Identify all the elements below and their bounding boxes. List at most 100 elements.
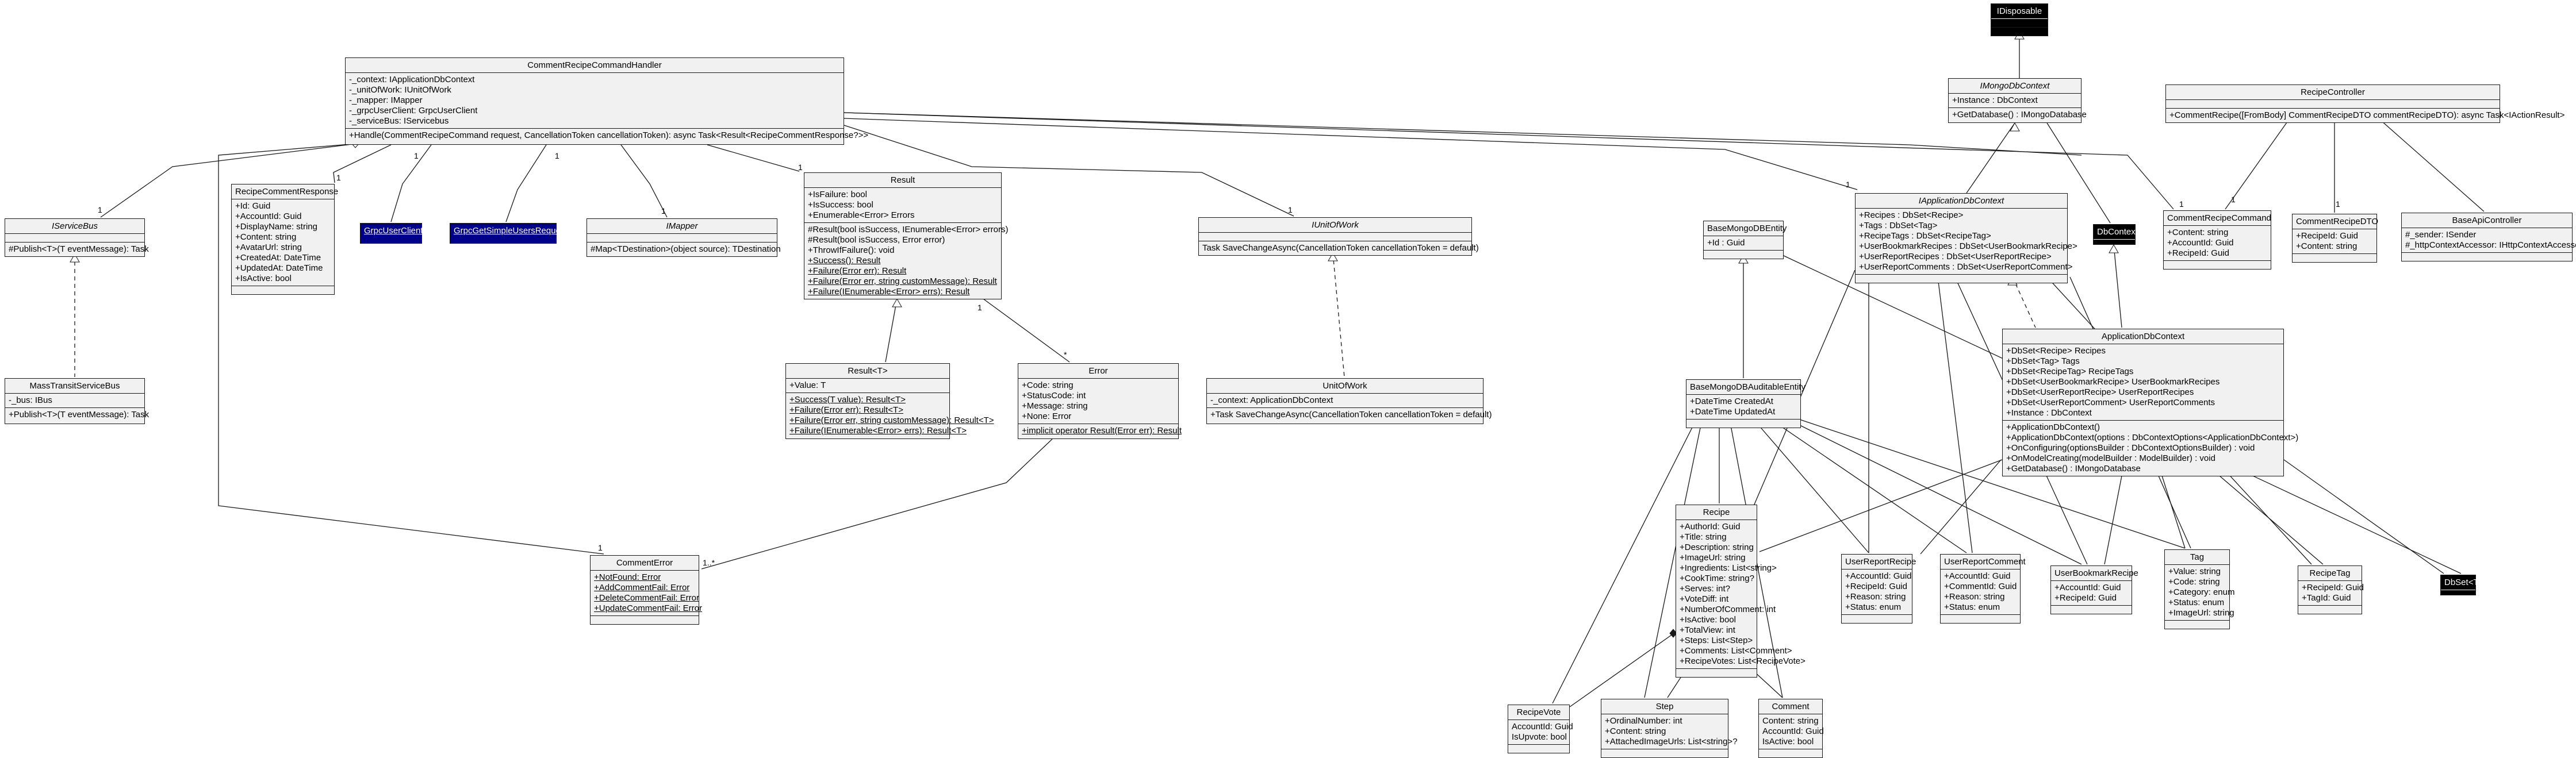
methods-section: +Success(T value): Result<T>+Failure(Err… [786,393,994,438]
method: +Failure(IEnumerable<Error> errs): Resul… [789,426,967,436]
edge-recipe-comment [1753,671,1783,698]
attribute: +AuthorId: Guid [1680,522,1741,532]
attribute: +DbSet<UserReportComment> UserReportComm… [2006,398,2215,407]
class-box-masstransitservicebus: MassTransitServiceBus-_bus: IBus+Publish… [5,378,149,424]
attribute: +Content: string [2167,228,2229,237]
multiplicity-label: 1 [98,205,102,214]
attribute: +Value: string [2168,567,2221,576]
class-box-step: Step+OrdinalNumber: int+Content: string+… [1601,699,1738,758]
class-box-handler: CommentRecipeCommandHandler-_context: IA… [345,57,868,145]
methods-section [1842,615,1912,623]
attribute: +DbSet<Tag> Tags [2006,356,2080,366]
method: +implicit operator Result(Error err): Re… [1022,426,1182,436]
edge-bookmark-auditable [1788,419,2082,565]
class-name: UnitOfWork [1207,379,1483,394]
class-box-recipecontroller: RecipeController+CommentRecipe([FromBody… [2165,84,2564,123]
attributes-section: +DateTime CreatedAt+DateTime UpdatedAt [1686,395,1800,420]
edge-step-auditable [1644,419,1703,698]
method: #Publish<T>(T eventMessage): Task [9,244,149,254]
class-name: IUnitOfWork [1199,218,1471,233]
attributes-section: -_bus: IBus [5,394,144,408]
method: +Failure(Error err): Result [808,266,907,276]
methods-section: +Handle(CommentRecipeCommand request, Ca… [346,129,868,143]
class-name: ApplicationDbContext [2003,329,2283,344]
edge-handler-commenterror [218,143,604,555]
inheritance-arrow [2010,122,2020,132]
attribute: +AccountId: Guid [1845,571,1912,581]
inheritance-arrow [892,298,902,307]
methods-section: +CommentRecipe([FromBody] CommentRecipeD… [2166,109,2564,122]
attribute: +DisplayName: string [235,222,317,232]
attribute: +DateTime UpdatedAt [1690,407,1776,417]
edge-handler-servicebus [100,143,357,218]
realization-arrow [1328,252,1338,261]
attribute: +AccountId: Guid [2054,583,2121,592]
attribute: +VoteDiff: int [1680,594,1729,604]
edge-unitofwork-realization [1332,252,1345,378]
edge-appdb-dbcontext [2113,244,2122,328]
class-name: GrpcUserClient [364,226,423,236]
inheritance-arrow [2109,244,2119,253]
edge-handler-iappdb [844,118,1858,190]
method: +GetDatabase() : IMongoDatabase [1952,110,2087,120]
attribute: +UserReportRecipes : DbSet<UserReportRec… [1859,252,2052,261]
class-name: IDisposable [1991,4,2048,19]
class-name: UserReportComment [1941,555,2026,570]
attribute: #_httpContextAccessor: IHttpContextAcces… [2405,240,2576,250]
class-box-basemongodbauditableentity: BaseMongoDBAuditableEntity+DateTime Crea… [1686,379,1805,428]
multiplicity-label: 1 [598,543,603,552]
attributes-section: -_context: ApplicationDbContext [1207,394,1483,408]
attribute: +Status: enum [2168,598,2225,607]
attributes-section: +NotFound: Error+AddCommentFail: Error+D… [591,571,702,616]
method: #Result(bool isSuccess, Error error) [808,235,945,245]
attributes-section: +AccountId: Guid+CommentId: Guid+Reason:… [1941,570,2020,615]
methods-section: #Publish<T>(T eventMessage): Task [5,243,149,256]
method: +Failure(Error err, string customMessage… [808,276,997,286]
multiplicity-label: 1 [2231,195,2236,204]
attribute: IsActive: bool [1762,737,1814,747]
class-box-recipecommentresponse: RecipeCommentResponse+Id: Guid+AccountId… [231,184,338,295]
class-name: IMapper [587,219,777,234]
method: #Map<TDestination>(object source): TDest… [591,244,781,254]
method: +ApplicationDbContext() [2006,422,2100,432]
attribute: +Instance : DbContext [2006,408,2092,418]
class-name: Comment [1759,699,1822,714]
class-box-recipe: Recipe+AuthorId: Guid+Title: string+Desc… [1676,505,1805,678]
attributes-section: +AccountId: Guid+RecipeId: Guid [2051,581,2132,606]
class-name: BaseMongoDBAuditableEntity [1686,380,1805,395]
attribute: +CreatedAt: DateTime [235,253,321,263]
edge-appdb-bookmark [2104,475,2122,565]
class-name: BaseApiController [2402,213,2572,228]
methods-section [1704,251,1783,259]
class-box-idisposable: IDisposable [1991,3,2048,36]
attributes-section: +OrdinalNumber: int+Content: string+Atta… [1601,714,1738,749]
attribute: +DbSet<RecipeTag> RecipeTags [2006,367,2134,376]
attribute: AccountId: Guid [1762,726,1824,736]
attribute: +Comments: List<Comment> [1680,646,1792,656]
methods-section [1686,420,1800,428]
attribute: +Reason: string [1944,592,2005,602]
method: #Result(bool isSuccess, IEnumerable<Erro… [808,225,1009,234]
class-name: MassTransitServiceBus [5,379,144,394]
attributes-section [2166,100,2500,109]
method: +GetDatabase() : IMongoDatabase [2006,464,2141,474]
method: +Success(T value): Result<T> [789,395,906,405]
attribute: +DbSet<UserReportRecipe> UserReportRecip… [2006,387,2194,397]
attribute: +NumberOfComment: int [1680,605,1776,614]
methods-section [2293,254,2376,262]
multiplicity-label: * [1064,350,1067,359]
edge-appdb-dbset [2283,459,2444,574]
attribute: -_serviceBus: IServicebus [349,116,449,126]
attribute: +AccountId: Guid [235,211,302,221]
edge-appdb-tag [2161,475,2186,549]
attribute: +Content: string [2296,241,2358,251]
attribute: +Recipes : DbSet<Recipe> [1859,210,1964,220]
edge-error-commenterror [701,438,1053,570]
attribute: +DbSet<UserBookmarkRecipe> UserBookmarkR… [2006,377,2220,387]
attribute: +AttachedImageUrls: List<string>? [1605,737,1738,747]
methods-section [2402,253,2572,261]
attribute: +Content: string [235,232,297,242]
edge-tag-auditable [1799,419,2186,549]
